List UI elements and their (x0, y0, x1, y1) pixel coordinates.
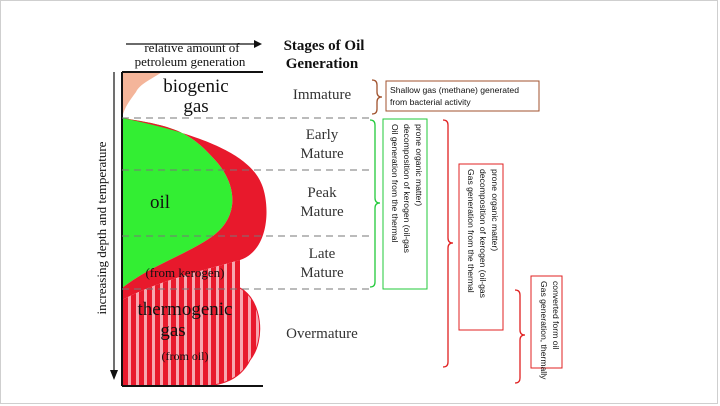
oil-generation-note-line2: decomposition of kerogen (oil-gas (402, 124, 412, 253)
depth-axis-label: increasing depth and temperature (94, 141, 109, 314)
shallow-gas-bracket (371, 79, 383, 115)
oil-generation-note-line1: Oil generation from the thermal (390, 124, 400, 243)
shallow-gas-note-line2: from bacterial activity (390, 97, 471, 107)
from-kerogen-label: (from kerogen) (145, 265, 224, 280)
stage-peak-line1: Peak (307, 185, 337, 201)
stage-early-line1: Early (306, 127, 339, 143)
oil-area (122, 118, 233, 288)
biogenic-label-line1: biogenic (163, 76, 228, 97)
thermal-gas-bracket (514, 289, 526, 384)
relative-amount-arrowhead (254, 40, 262, 48)
gas-generation-note: Gas generation from the thermal decompos… (466, 169, 500, 298)
thermal-gas-note: Gas generation, thermally converted form… (539, 281, 561, 380)
gas-generation-note-line3: prone organic matter) (490, 169, 500, 251)
oil-label: oil (150, 192, 170, 213)
biogenic-gas-area (122, 72, 162, 118)
thermal-gas-note-box (530, 275, 563, 369)
thermal-gas-note-line1: Gas generation, thermally (539, 281, 549, 380)
gas-generation-note-line2: decomposition of kerogen (oil-gas (478, 169, 488, 298)
stage-late-line1: Late (309, 246, 336, 262)
thermogenic-gas-outline (199, 287, 261, 387)
gas-generation-note-box (458, 163, 504, 331)
relative-amount-label-line2: petroleum generation (135, 54, 246, 69)
stages-title-line2: Generation (286, 56, 359, 72)
stage-immature: Immature (293, 87, 352, 103)
stage-overmature: Overmature (286, 326, 358, 342)
oil-generation-bracket (369, 119, 381, 288)
stage-late-line2: Mature (300, 265, 344, 281)
oil-generation-note: Oil generation from the thermal decompos… (390, 124, 424, 253)
thermogenic-gas-area (122, 260, 260, 386)
kerogen-gas-area (122, 118, 267, 300)
shallow-gas-note-box (385, 80, 540, 112)
thermogenic-label-line2: gas (160, 320, 185, 341)
stages-title-line1: Stages of Oil (284, 38, 365, 54)
oil-generation-note-line3: prone organic matter) (414, 124, 424, 206)
shallow-gas-note-line1: Shallow gas (methane) generated (390, 85, 519, 95)
gas-generation-bracket (442, 119, 454, 368)
stage-early-line2: Mature (300, 146, 344, 162)
stage-peak-line2: Mature (300, 204, 344, 220)
biogenic-label-line2: gas (183, 96, 208, 117)
thermogenic-label-line1: thermogenic (138, 299, 233, 320)
oil-generation-note-box (382, 118, 428, 290)
from-oil-label: (from oil) (162, 349, 209, 363)
relative-amount-label-line1: relative amount of (144, 40, 240, 55)
thermal-gas-note-line2: converted form oil (551, 281, 561, 349)
gas-generation-note-line1: Gas generation from the thermal (466, 169, 476, 293)
depth-axis-arrowhead (110, 370, 118, 380)
